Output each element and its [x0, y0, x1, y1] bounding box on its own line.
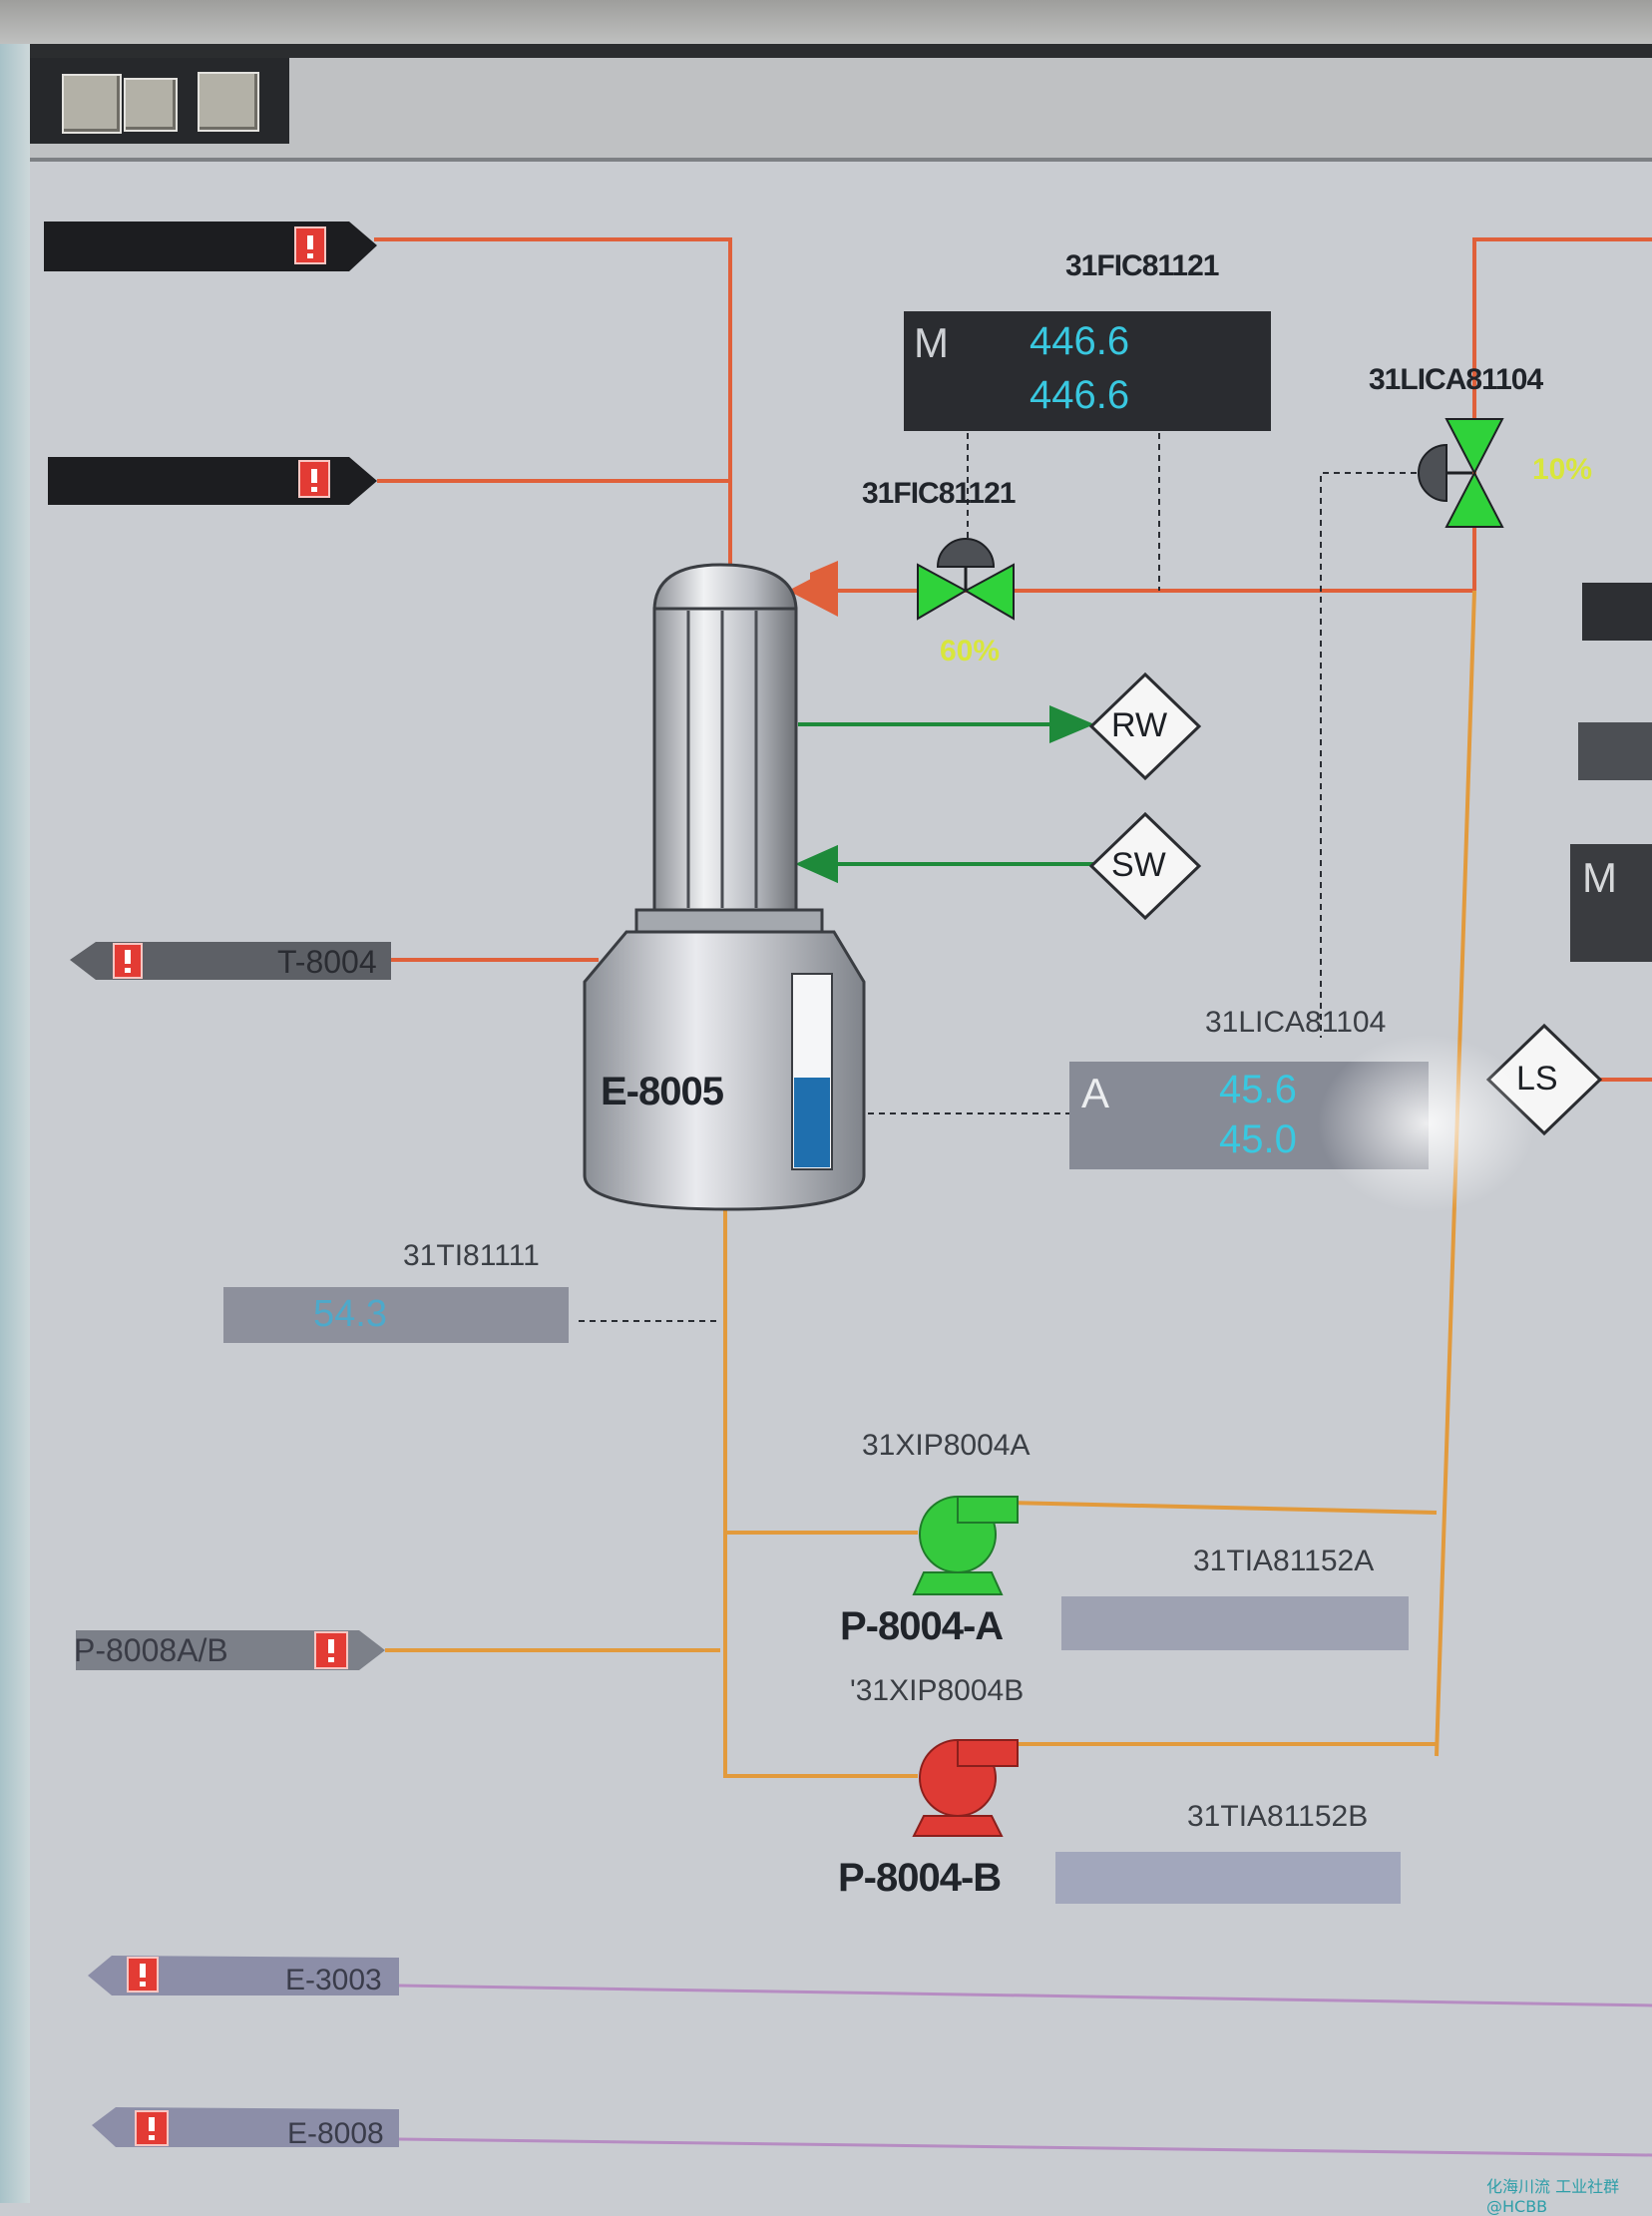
right-panel-3[interactable]: M — [1570, 844, 1652, 962]
rw-diamond-hotspot[interactable] — [1091, 674, 1199, 778]
rw-diamond — [1088, 671, 1202, 781]
line-feed-top — [374, 237, 732, 581]
fic-valve-tag: 31FIC81121 — [862, 477, 1016, 510]
connector-t8004-label[interactable]: T-8004 — [277, 944, 377, 980]
lica-valve-pct: 10% — [1532, 453, 1593, 486]
connector-feed-top — [44, 222, 377, 271]
window-title-bar — [30, 44, 1652, 162]
fic-sp: 446.6 — [1030, 373, 1130, 417]
tia-b-tag: 31TIA81152B — [1187, 1800, 1369, 1833]
lica-valve-tag: 31LICA81104 — [1369, 363, 1543, 396]
level-fill — [794, 1078, 830, 1167]
right-panel-2 — [1578, 722, 1652, 780]
connector-feed-second — [48, 457, 377, 505]
ti-tag: 31TI81111 — [403, 1239, 540, 1272]
sw-diamond-hotspot[interactable] — [1091, 814, 1199, 918]
lica-sp: 45.0 — [1219, 1117, 1297, 1161]
right-panel-1 — [1582, 583, 1652, 641]
sw-label: SW — [1111, 846, 1166, 884]
sw-arrow — [795, 844, 838, 884]
connector-e3003-label[interactable]: E-3003 — [285, 1964, 382, 1996]
tia-b-faceplate[interactable] — [1055, 1852, 1401, 1904]
pump-a-label: P-8004-A — [840, 1604, 1004, 1648]
pump-a-icon — [912, 1496, 1019, 1595]
rw-label: RW — [1111, 706, 1168, 744]
exchanger-hotspot[interactable] — [585, 565, 864, 1209]
connector-t8004 — [70, 942, 391, 980]
watermark: 化海川流 工业社群@HCBB — [1486, 2177, 1620, 2216]
tile-button[interactable] — [124, 78, 178, 132]
pump-b-icon — [912, 1739, 1019, 1837]
lica-mode: A — [1081, 1070, 1110, 1116]
glare — [1317, 1034, 1536, 1213]
connector-p8008 — [76, 1630, 385, 1670]
fic-valve-icon — [917, 538, 1015, 621]
lica-tag: 31LICA81104 — [1205, 1006, 1387, 1039]
right-panel-mode: M — [1582, 854, 1617, 901]
window-controls[interactable] — [58, 68, 267, 138]
pump-b-label: P-8004-B — [838, 1856, 1002, 1900]
offpage-connectors — [44, 222, 399, 2147]
fic-mode: M — [914, 319, 949, 366]
tia-a-tag: 31TIA81152A — [1193, 1545, 1375, 1577]
pump-a-tag: 31XIP8004A — [862, 1429, 1031, 1462]
restore-button[interactable] — [62, 74, 122, 134]
bezel-top — [0, 0, 1652, 44]
rw-arrow — [1049, 704, 1095, 744]
lica-valve-icon — [1418, 418, 1504, 528]
connector-e8008-label[interactable]: E-8008 — [287, 2117, 384, 2150]
connector-feed-top-hotspot[interactable] — [44, 222, 377, 271]
fic-valve-hotspot[interactable] — [916, 537, 1016, 621]
bezel-left — [0, 0, 30, 2203]
ti-value: 54.3 — [313, 1293, 387, 1335]
signal-lines — [579, 433, 1417, 1322]
exchanger-e8005 — [583, 563, 866, 1211]
line-e3003 — [398, 1984, 1652, 2007]
maximize-button[interactable] — [198, 72, 259, 132]
line-right-riser — [1472, 237, 1652, 591]
lica-pv: 45.6 — [1219, 1068, 1297, 1111]
pump-a-hotspot[interactable] — [912, 1493, 1022, 1596]
pump-b-hotspot[interactable] — [912, 1736, 1022, 1840]
alarm-markers — [113, 226, 348, 2146]
fic-pv: 446.6 — [1030, 319, 1130, 363]
lica-valve-hotspot[interactable] — [1417, 417, 1506, 529]
line-e8008 — [398, 2137, 1652, 2157]
fic-valve-pct: 60% — [940, 635, 1001, 667]
exchanger-label: E-8005 — [601, 1070, 724, 1113]
line-vessel-bottom — [723, 1209, 918, 1778]
connector-feed-second-hotspot[interactable] — [48, 457, 377, 505]
pump-b-tag: '31XIP8004B — [850, 1674, 1025, 1707]
cooling-lines — [795, 704, 1101, 884]
fic-tag-top: 31FIC81121 — [1065, 249, 1219, 282]
connector-e3003 — [88, 1956, 399, 1995]
sw-diamond — [1088, 811, 1202, 921]
purple-lines — [398, 1984, 1652, 2157]
ti-faceplate[interactable]: 54.3 — [223, 1287, 569, 1343]
tia-a-faceplate[interactable] — [1061, 1596, 1409, 1650]
line-pump-a-discharge — [1009, 1501, 1438, 1515]
fic-faceplate[interactable]: M 446.6 446.6 — [904, 311, 1271, 431]
inlet-arrow-tip — [788, 565, 838, 617]
connector-p8008-label[interactable]: P-8008A/B — [74, 1632, 228, 1668]
